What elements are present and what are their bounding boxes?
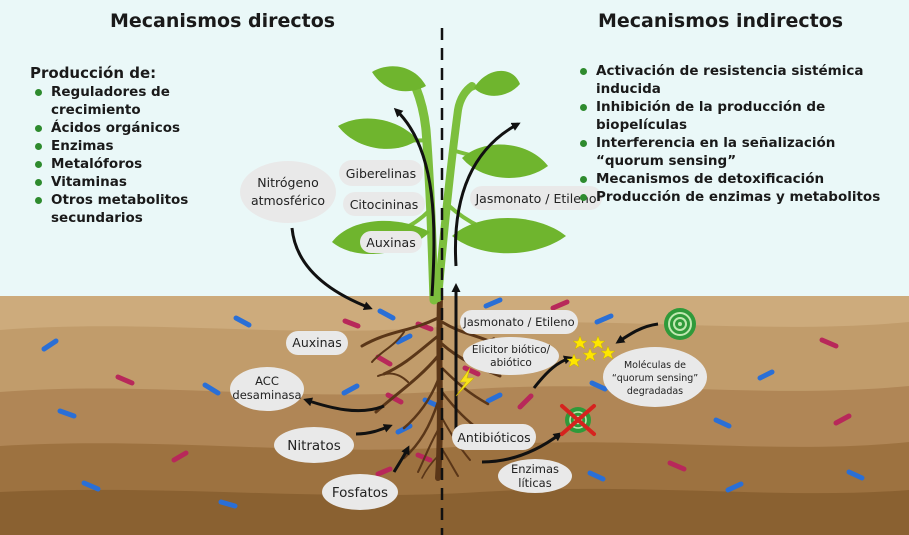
elicitor-label-line1: Elicitor biótico/ — [472, 344, 551, 356]
quorum-label-line2: “quorum sensing” — [612, 373, 698, 384]
lytic-label-line2: líticas — [518, 476, 551, 490]
indirect-item-text: Mecanismos de detoxificación — [596, 171, 825, 187]
indirect-item: Inhibición de la producción de biopelícu… — [580, 98, 900, 134]
bacteria-group — [41, 297, 865, 509]
bullet-icon — [580, 194, 587, 201]
title-direct: Mecanismos directos — [110, 10, 336, 32]
direct-heading: Producción de: — [30, 64, 157, 82]
indirect-item-text: Inhibición de la producción de biopelícu… — [596, 99, 826, 133]
arrow-nitrogen — [290, 227, 373, 311]
indirect-item: Activación de resistencia sistémica indu… — [580, 62, 900, 98]
arrow-up-right — [453, 122, 521, 267]
direct-item-text: Otros metabolitos secundarios — [51, 192, 189, 226]
gibberellins-label: Giberelinas — [346, 166, 416, 181]
direct-item-text: Vitaminas — [51, 174, 127, 190]
degraded-spiral-icon — [560, 404, 596, 436]
direct-item: Vitaminas — [35, 173, 255, 191]
nitrates-label: Nitratos — [287, 438, 341, 454]
indirect-item-text: Producción de enzimas y metabolitos — [596, 189, 881, 205]
acc-label-line2: desaminasa — [232, 388, 301, 402]
quorum-molecules — [566, 335, 616, 368]
arrows — [290, 107, 659, 473]
quorum-spiral-icon — [664, 308, 696, 340]
arrow-quorum — [615, 322, 659, 344]
direct-item-text: Metalóforos — [51, 156, 143, 172]
lightning-icon — [455, 367, 475, 397]
bullet-icon — [580, 176, 587, 183]
auxins-top-label: Auxinas — [366, 235, 415, 250]
direct-list: Reguladores de crecimiento Ácidos orgáni… — [35, 83, 255, 227]
auxins-root-label: Auxinas — [292, 335, 341, 350]
indirect-list: Activación de resistencia sistémica indu… — [580, 62, 900, 206]
direct-item-text: Reguladores de crecimiento — [51, 84, 170, 118]
label-ovals — [230, 160, 707, 510]
elicitor-label-line2: abiótico — [490, 357, 532, 369]
direct-item: Ácidos orgánicos — [35, 119, 255, 137]
bullet-icon — [580, 140, 587, 147]
direct-item-text: Ácidos orgánicos — [51, 120, 181, 136]
indirect-item: Producción de enzimas y metabolitos — [580, 188, 900, 206]
bullet-icon — [35, 89, 42, 96]
bullet-icon — [580, 68, 587, 75]
bullet-icon — [35, 143, 42, 150]
nitrogen-label-line1: Nitrógeno — [257, 175, 318, 190]
direct-item-text: Enzimas — [51, 138, 114, 154]
arrow-nitrates — [355, 424, 393, 436]
phosphates-label: Fosfatos — [332, 485, 388, 501]
bullet-icon — [35, 179, 42, 186]
title-indirect: Mecanismos indirectos — [598, 10, 844, 32]
lytic-label-line1: Enzimas — [511, 462, 559, 476]
indirect-item-text: Interferencia en la señalización “quorum… — [596, 135, 836, 169]
arrow-acc — [303, 397, 385, 413]
arrow-phosphates — [392, 445, 410, 473]
direct-item: Reguladores de crecimiento — [35, 83, 255, 119]
bullet-icon — [35, 197, 42, 204]
jasmonate-root-label: Jasmonato / Etileno — [462, 315, 574, 329]
jasmonate-top-label: Jasmonato / Etileno — [475, 191, 597, 206]
indirect-item-text: Activación de resistencia sistémica indu… — [596, 63, 864, 97]
quorum-label-line3: degradadas — [627, 386, 683, 397]
bullet-icon — [35, 125, 42, 132]
arrow-antibiotics — [481, 432, 563, 464]
acc-label-line1: ACC — [255, 374, 279, 388]
bullet-icon — [580, 104, 587, 111]
indirect-item: Mecanismos de detoxificación — [580, 170, 900, 188]
direct-item: Otros metabolitos secundarios — [35, 191, 191, 227]
nitrogen-label-line2: atmosférico — [251, 193, 325, 208]
quorum-label-line1: Moléculas de — [624, 360, 686, 371]
direct-item: Metalóforos — [35, 155, 255, 173]
direct-item: Enzimas — [35, 137, 255, 155]
arrow-up-left — [393, 107, 436, 297]
cytokinins-label: Citocininas — [350, 197, 419, 212]
antibiotics-label: Antibióticos — [457, 430, 530, 445]
label-texts: Nitrógeno atmosférico Giberelinas Citoci… — [232, 166, 698, 501]
bullet-icon — [35, 161, 42, 168]
indirect-item: Interferencia en la señalización “quorum… — [580, 134, 891, 170]
